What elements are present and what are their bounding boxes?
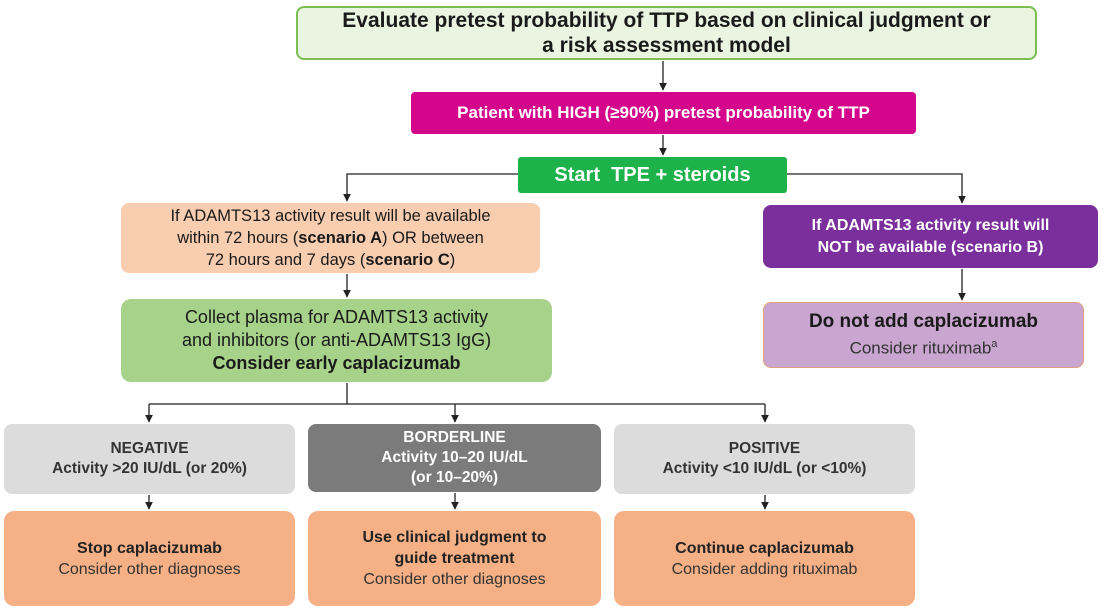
no-capla-title: Do not add caplacizumab (808, 310, 1039, 332)
scenario-ac-line-3: 72 hours and 7 days (scenario C) (206, 249, 455, 271)
start-tpe-steroids-box: Start TPE + steroids (518, 157, 787, 193)
collect-line-3: Consider early caplacizumab (212, 353, 461, 373)
no-capla-subtitle: Consider rituximaba (850, 333, 998, 360)
footnote-marker: a (991, 337, 998, 350)
borderline-activity: Activity 10–20 IU/dL (381, 449, 528, 466)
start-tpe-text: Start TPE + steroids (554, 163, 751, 186)
negative-activity: Activity >20 IU/dL (or 20%) (52, 460, 247, 477)
arrow-start-to-scenario-b (787, 173, 966, 204)
do-not-add-caplacizumab-box: Do not add caplacizumab Consider rituxim… (763, 302, 1084, 368)
scenario-ac-l3-suffix: ) (449, 251, 456, 269)
continue-caplacizumab-box: Continue caplacizumab Consider adding ri… (614, 511, 915, 606)
judgment-line-1: Use clinical judgment to (362, 529, 547, 546)
evaluate-line-2: a risk assessment model (542, 34, 791, 57)
positive-title: POSITIVE (728, 440, 801, 457)
evaluate-line-1: Evaluate pretest probability of TTP base… (342, 9, 991, 32)
positive-activity: Activity <10 IU/dL (or <10%) (662, 460, 867, 477)
borderline-result-box: BORDERLINE Activity 10–20 IU/dL (or 10–2… (308, 424, 601, 492)
stop-caplacizumab-box: Stop caplacizumab Consider other diagnos… (4, 511, 295, 606)
high-probability-text: Patient with HIGH (≥90%) pretest probabi… (457, 103, 870, 122)
scenario-a-label: scenario A (298, 229, 383, 247)
negative-title: NEGATIVE (110, 440, 189, 457)
scenario-a-c-box: If ADAMTS13 activity result will be avai… (121, 203, 540, 273)
borderline-percent: (or 10–20%) (410, 469, 498, 486)
arrow-start-to-scenario-ac (343, 173, 518, 202)
scenario-ac-l2-prefix: within 72 hours ( (177, 229, 299, 247)
collect-line-2: and inhibitors (or anti-ADAMTS13 IgG) (181, 330, 492, 350)
scenario-c-label: scenario C (365, 251, 450, 269)
positive-result-box: POSITIVE Activity <10 IU/dL (or <10%) (614, 424, 915, 494)
high-probability-box: Patient with HIGH (≥90%) pretest probabi… (411, 92, 916, 134)
scenario-ac-line-1: If ADAMTS13 activity result will be avai… (170, 207, 491, 225)
judgment-line-2: guide treatment (394, 550, 515, 567)
stop-title: Stop caplacizumab (77, 539, 222, 557)
continue-title: Continue caplacizumab (675, 539, 854, 557)
scenario-b-box: If ADAMTS13 activity result will NOT be … (763, 205, 1098, 268)
borderline-title: BORDERLINE (403, 429, 506, 446)
scenario-ac-line-2: within 72 hours (scenario A) OR between (177, 227, 484, 249)
collect-line-1: Collect plasma for ADAMTS13 activity (184, 307, 489, 327)
scenario-ac-l3-prefix: 72 hours and 7 days ( (205, 251, 366, 269)
scenario-b-line-2: NOT be available (scenario B) (817, 238, 1044, 256)
collect-plasma-box: Collect plasma for ADAMTS13 activity and… (121, 299, 552, 382)
scenario-ac-l2-suffix: ) OR between (382, 229, 484, 247)
judgment-subtitle: Consider other diagnoses (363, 571, 546, 588)
continue-subtitle: Consider adding rituximab (671, 560, 858, 578)
consider-rituximab-text: Consider rituximab (849, 338, 992, 358)
negative-result-box: NEGATIVE Activity >20 IU/dL (or 20%) (4, 424, 295, 494)
clinical-judgment-box: Use clinical judgment to guide treatment… (308, 511, 601, 606)
evaluate-pretest-box: Evaluate pretest probability of TTP base… (296, 6, 1037, 60)
stop-subtitle: Consider other diagnoses (58, 560, 241, 578)
scenario-b-line-1: If ADAMTS13 activity result will (811, 216, 1050, 234)
